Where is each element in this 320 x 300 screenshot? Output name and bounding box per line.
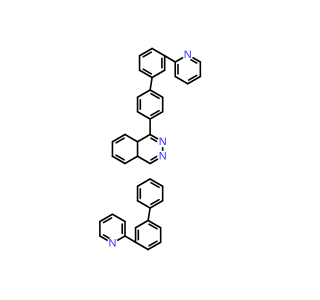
benzo-ring-double-3 <box>115 137 125 144</box>
lower-biphenyl-ring-double-4 <box>148 223 158 230</box>
link-lower-biphenyl-to-pyridine <box>124 235 137 244</box>
lower-biphenyl-ring-edge-0 <box>147 241 162 251</box>
upper-phenylene-edge-4 <box>149 89 164 99</box>
link-upper-phenylene-to-biphenyl <box>149 76 153 91</box>
link-lower-phenylene-to-biphenyl <box>147 207 151 222</box>
lower-pyridine-ring-edge-3 <box>99 213 114 223</box>
lower-biphenyl-ring-edge-3 <box>134 219 149 229</box>
lower-phenylene-edge-0 <box>149 199 164 209</box>
lower-phenylene-edge-4 <box>149 178 164 188</box>
benzo-ring-double-1 <box>115 154 125 161</box>
lower-phenylene-double-4 <box>150 181 160 189</box>
upper-biphenyl-ring-edge-4 <box>151 47 166 57</box>
benzo-ring-edge-0 <box>124 155 139 165</box>
upper-phenylene-edge-0 <box>149 110 164 120</box>
lower-pyridine-ring-double-3 <box>102 217 113 224</box>
upper-phenylene-edge-1 <box>136 110 151 120</box>
lower-pyridine-nitrogen: N <box>108 237 116 249</box>
upper-pyridine-ring-edge-1 <box>174 75 189 85</box>
upper-biphenyl-ring-edge-0 <box>151 69 166 79</box>
lower-phenylene-edge-1 <box>136 199 151 209</box>
upper-biphenyl-ring-edge-1 <box>138 69 153 79</box>
upper-biphenyl-ring-double-1 <box>142 68 153 75</box>
phthalazine-nitrogen-3-backdrop <box>157 150 169 162</box>
lower-pyridine-nitrogen-backdrop <box>106 237 118 249</box>
upper-pyridine-nitrogen: N <box>184 49 192 61</box>
upper-biphenyl-ring-edge-3 <box>138 47 153 57</box>
lower-phenylene-edge-3 <box>136 178 151 188</box>
phthalazine-nitrogen-2-backdrop <box>157 136 169 148</box>
benzo-ring-edge-4 <box>124 133 139 143</box>
diazine-ring-edge-1 <box>136 155 151 165</box>
lower-biphenyl-ring-double-0 <box>148 240 158 247</box>
phthalazine-nitrogen-2: N <box>159 136 167 148</box>
link-upper-biphenyl-to-pyridine <box>163 54 177 63</box>
upper-phenylene-double-4 <box>150 92 160 100</box>
upper-pyridine-ring-edge-0 <box>186 75 202 85</box>
lower-pyridine-ring-edge-4 <box>111 213 126 223</box>
bond-layer <box>99 47 202 251</box>
lower-biphenyl-ring-edge-1 <box>134 241 149 251</box>
lower-biphenyl-ring-edge-4 <box>147 219 162 229</box>
benzo-ring-edge-3 <box>111 133 126 143</box>
upper-pyridine-nitrogen-backdrop <box>182 49 194 61</box>
phthalazine-nitrogen-3: N <box>159 150 167 162</box>
upper-phenylene-double-0 <box>150 109 160 117</box>
upper-biphenyl-ring-double-3 <box>142 51 153 58</box>
upper-phenylene-edge-3 <box>136 89 151 99</box>
diazine-ring-edge-3 <box>136 133 151 143</box>
lower-phenylene-double-0 <box>150 198 160 206</box>
benzo-ring-edge-1 <box>111 155 126 165</box>
upper-pyridine-ring-double-0 <box>187 74 198 81</box>
